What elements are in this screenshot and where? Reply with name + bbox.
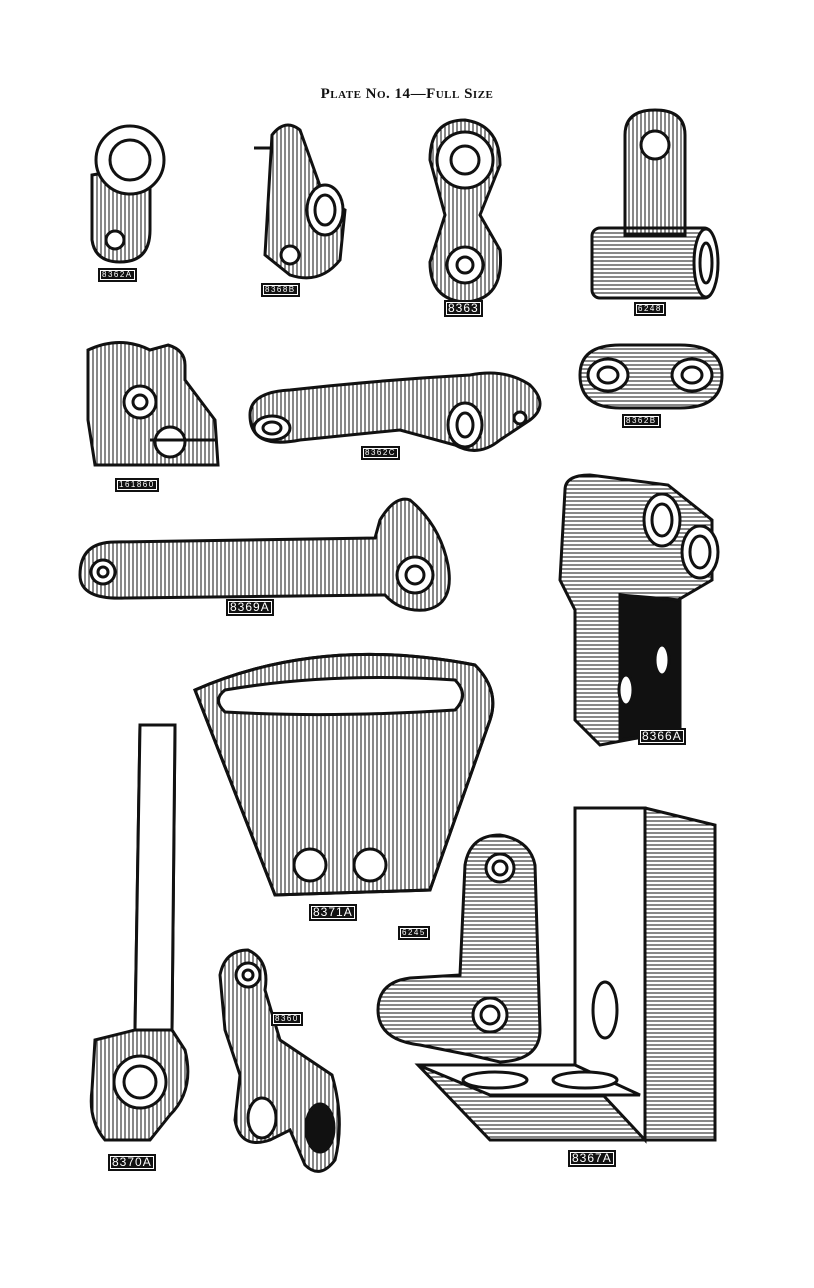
part-8362c-drawing [250,373,540,450]
part-8371a-drawing [195,654,493,895]
part-8368b-drawing [254,125,345,278]
part-label-8370a: 8370A [108,1154,156,1171]
part-label-8369a: 8369A [226,599,274,616]
part-label-8367a: 8367A [568,1150,616,1167]
part-label-6245: 6245 [398,926,430,940]
part-label-8362b: 8362B [622,414,661,428]
part-label-8368b: 8368B [261,283,300,297]
part-8370a-drawing [91,725,188,1140]
part-8362b-drawing [580,345,722,408]
part-label-6248: 6248 [634,302,666,316]
part-6248-drawing [592,110,718,298]
part-8366a-drawing [560,475,718,745]
part-label-161860: 161860 [115,478,159,492]
part-label-8371a: 8371A [309,904,357,921]
part-8363-drawing [430,120,501,302]
part-label-8363: 8363 [444,300,483,317]
part-8369a-drawing [80,499,449,610]
part-161860-drawing [88,343,218,466]
part-label-8360: 8360 [271,1012,303,1026]
part-label-8366a: 8366A [638,728,686,745]
part-8362a-drawing [92,126,164,262]
part-label-8362a: 8362A [98,268,137,282]
part-label-8362c: 8362C [361,446,400,460]
part-8360-drawing [220,950,339,1171]
